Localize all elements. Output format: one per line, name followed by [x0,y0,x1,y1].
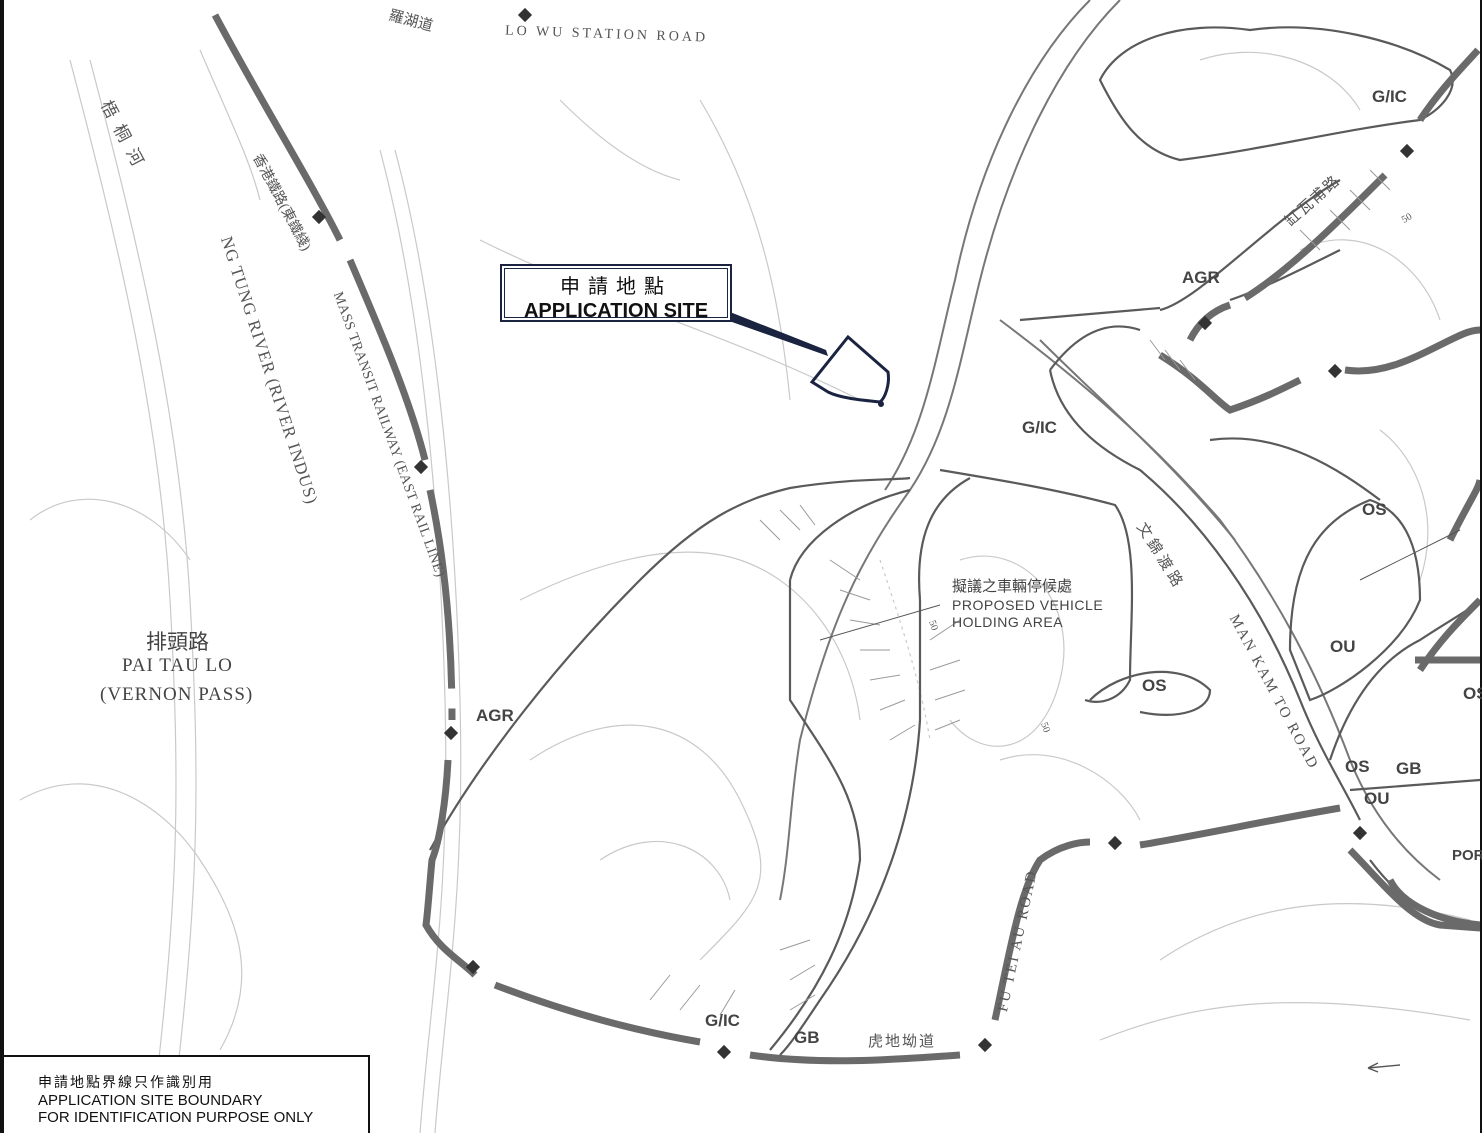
legend-en-line2: FOR IDENTIFICATION PURPOSE ONLY [38,1109,314,1126]
slope-hatching [649,169,1391,1016]
application-site-callout: 申請地點 APPLICATION SITE [500,264,732,322]
zone-gic-middle: G/IC [1022,418,1057,437]
pai-tau-lo-en1: PAI TAU LO [122,655,233,676]
zone-os-bottom: OS [1345,757,1370,776]
legend-en-line1: APPLICATION SITE BOUNDARY [38,1092,263,1109]
holding-area-leader [819,604,941,641]
zone-gb-bottom: GB [794,1028,820,1047]
legend-zh: 申請地點界線只作識別用 [38,1075,214,1091]
proposed-area-zh: 擬議之車輛停候處 [952,579,1073,595]
fu-tei-au-road-zh: 虎地坳道 [868,1034,937,1050]
legend-box: 申請地點界線只作識別用 APPLICATION SITE BOUNDARY FO… [4,1055,370,1133]
zone-ou-bottom: OU [1364,789,1390,808]
zoning-boundaries [429,26,1481,1056]
road-alignments [779,0,1441,901]
arrow-icon [1367,1062,1401,1073]
zone-gic-top-right: G/IC [1372,87,1407,106]
zone-ou-right: OU [1330,637,1356,656]
zone-os-holding: OS [1142,676,1167,695]
pai-tau-lo-zh: 排頭路 [146,630,209,654]
proposed-area-en2: HOLDING AREA [952,614,1064,630]
callout-zh: 申請地點 [560,274,672,298]
zone-agr-right: AGR [1182,268,1220,287]
zone-outlines-thick [211,13,1482,1065]
zone-os-right: OS [1362,500,1387,519]
zone-agr-left: AGR [476,706,514,725]
zone-os-far-right: OS [1463,684,1482,703]
proposed-area-en1: PROPOSED VEHICLE [952,597,1104,613]
zone-gic-bottom: G/IC [705,1011,740,1030]
zone-por: POR [1452,847,1482,864]
pai-tau-lo-en2: (VERNON PASS) [100,684,254,705]
site-marker [878,401,884,407]
zone-markers [311,7,1415,1060]
callout-en: APPLICATION SITE [523,300,709,322]
application-site-boundary [809,334,890,404]
basemap-lines [19,49,1471,1133]
callout-pointer [730,312,828,356]
os-leader [1359,529,1461,581]
zone-gb-bottom-right: GB [1396,759,1422,778]
